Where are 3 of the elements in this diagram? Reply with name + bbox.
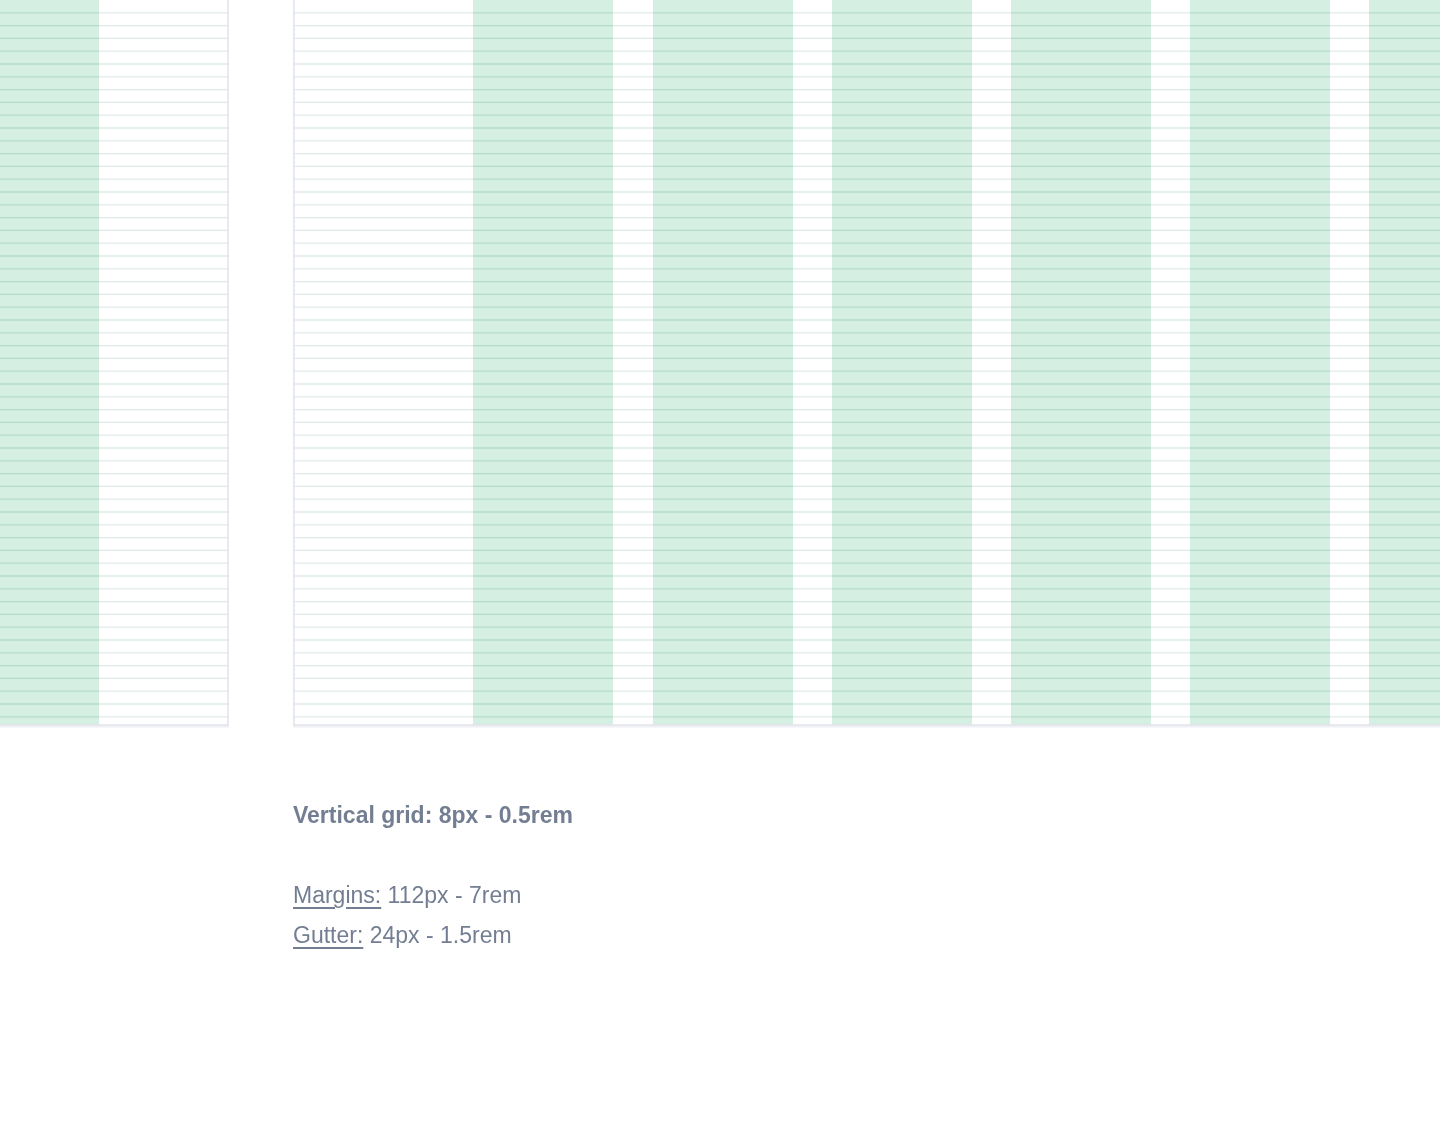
grid-spec-line: Margins: 112px - 7rem <box>293 884 522 907</box>
grid-spec-heading: Vertical grid: 8px - 0.5rem <box>293 804 573 827</box>
grid-spec-line: Gutter: 24px - 1.5rem <box>293 924 512 947</box>
